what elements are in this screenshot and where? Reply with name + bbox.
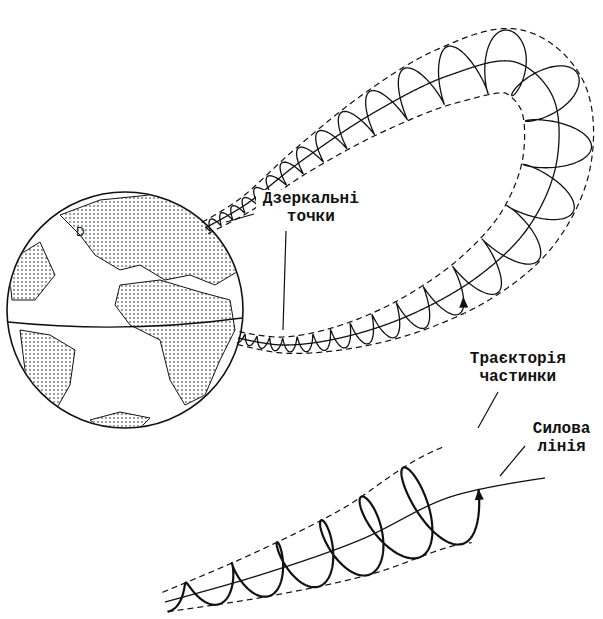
mirror-points-label: Дзеркальні точки	[256, 190, 366, 227]
continent	[8, 242, 55, 300]
trajectory-label: Траєкторія частинки	[463, 350, 573, 387]
particle-trajectory	[206, 30, 591, 352]
leader-line	[500, 446, 525, 476]
trajectory-arrow	[459, 297, 468, 308]
envelope-dashed	[202, 29, 594, 354]
envelope-dashed	[208, 93, 525, 337]
map-letter: D	[74, 226, 87, 240]
field-line-label: Силова лінія	[526, 420, 597, 457]
globe-outline	[7, 192, 243, 428]
continent	[20, 330, 75, 420]
field-line	[165, 478, 545, 602]
helix-arrow	[475, 489, 484, 500]
leader-line	[478, 392, 498, 428]
continent	[115, 280, 235, 405]
continent	[60, 195, 240, 285]
equator	[8, 318, 242, 327]
globe	[7, 192, 243, 428]
continent	[90, 412, 150, 428]
particle-helix	[168, 467, 480, 611]
leader-line	[283, 231, 286, 330]
field-line	[205, 61, 559, 345]
